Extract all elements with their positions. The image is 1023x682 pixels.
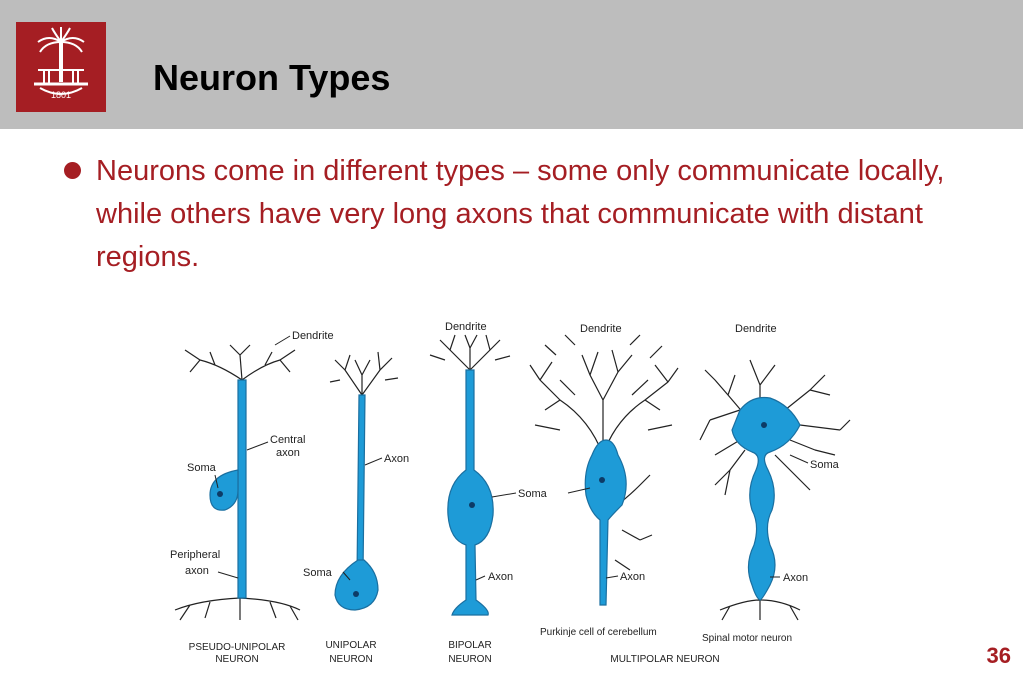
neuron5-label-dendrite: Dendrite: [735, 323, 777, 335]
neuron2-axon: [356, 394, 366, 576]
slide-header: 1801 Neuron Types: [0, 0, 1023, 129]
neuron3-body: [447, 369, 494, 616]
neuron1-label-central-axon: axon: [276, 447, 300, 459]
neuron-types-figure: Dendrite Central axon Soma Peripheral ax…: [170, 321, 851, 665]
university-logo: 1801: [16, 22, 106, 112]
neuron2-soma: [334, 559, 379, 611]
neuron1-type-line1: PSEUDO-UNIPOLAR: [189, 642, 286, 653]
bipolar-neuron: [429, 334, 511, 371]
purkinje-caption: Purkinje cell of cerebellum: [540, 627, 657, 638]
unipolar-neuron: [329, 351, 399, 396]
neuron1-type-line2: NEURON: [215, 654, 258, 665]
neuron2-label-soma: Soma: [303, 567, 333, 579]
neuron4-label-axon: Axon: [620, 571, 645, 583]
neuron1-label-soma: Soma: [187, 462, 217, 474]
multipolar-group-label: MULTIPOLAR NEURON: [610, 654, 719, 665]
neuron2-type-line1: UNIPOLAR: [325, 640, 376, 651]
neuron1-label-peripheral-axon: axon: [185, 565, 209, 577]
neuron1-label-central: Central: [270, 434, 305, 446]
neuron1-label-dendrite: Dendrite: [292, 330, 334, 342]
neuron2-label-axon: Axon: [384, 453, 409, 465]
neuron5-body: [731, 396, 801, 601]
neuron4-label-dendrite: Dendrite: [580, 323, 622, 335]
neuron2-type-line2: NEURON: [329, 654, 372, 665]
slide-title: Neuron Types: [153, 57, 391, 98]
neuron1-soma: [209, 469, 239, 511]
neuron5-label-soma: Soma: [810, 459, 840, 471]
neuron3-label-axon: Axon: [488, 571, 513, 583]
page-number: 36: [986, 643, 1011, 668]
spinal-motor-neuron: [699, 359, 851, 621]
neuron1-label-peripheral: Peripheral: [170, 549, 220, 561]
neuron3-label-dendrite: Dendrite: [445, 321, 487, 333]
bullet-icon: [64, 162, 81, 179]
spinal-motor-caption: Spinal motor neuron: [702, 633, 792, 644]
logo-year: 1801: [51, 90, 71, 100]
neuron1-axon: [237, 379, 247, 599]
neuron5-label-axon: Axon: [783, 572, 808, 584]
neuron3-type-line1: BIPOLAR: [448, 640, 491, 651]
neuron3-type-line2: NEURON: [448, 654, 491, 665]
bullet-text: Neurons come in different types – some o…: [96, 155, 945, 273]
palmetto-tree-icon: 1801: [34, 27, 88, 100]
neuron4-body: [584, 439, 627, 606]
neuron3-label-soma: Soma: [518, 488, 548, 500]
